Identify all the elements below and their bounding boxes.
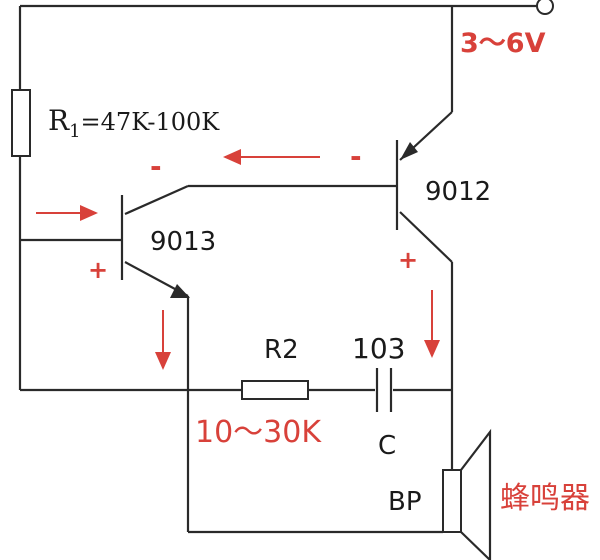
- polarity-minus-right: -: [350, 140, 362, 173]
- polarity-minus-left: -: [150, 150, 162, 183]
- buzzer-horn: [460, 428, 492, 560]
- cap-value-label: 103: [352, 332, 405, 365]
- buzzer-label: BP: [388, 487, 422, 517]
- q1-label: 9013: [150, 227, 216, 257]
- q2-emitter-arrow: [400, 142, 418, 160]
- r2-value-label: 10～30K: [195, 415, 322, 450]
- polarity-plus-q2: +: [398, 246, 418, 274]
- r2-resistor: [241, 380, 309, 400]
- polarity-plus-q1: +: [88, 256, 108, 284]
- q2-collector: [399, 211, 453, 263]
- r2-label: R2: [264, 335, 299, 365]
- r1-label: R1=47K-100K: [48, 104, 220, 142]
- cap-label: C: [378, 431, 396, 461]
- r1-resistor: [11, 89, 31, 157]
- q1-collector-link: [124, 184, 189, 216]
- supply-terminal: [536, 0, 554, 15]
- q1-emitter-arrow: [170, 284, 190, 298]
- buzzer-name-label: 蜂鸣器: [500, 481, 590, 516]
- buzzer-body: [442, 469, 462, 533]
- supply-voltage-label: 3～6V: [460, 28, 546, 59]
- q2-label: 9012: [425, 177, 491, 207]
